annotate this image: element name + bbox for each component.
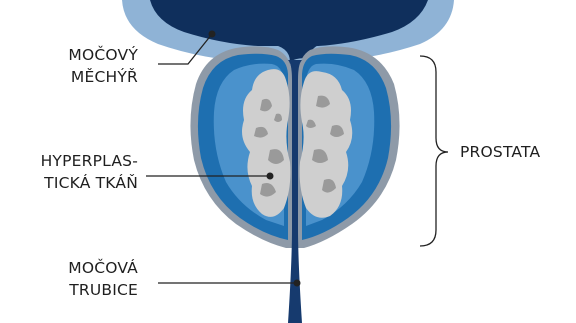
bladder [122,0,454,66]
urethra-leader-dot [294,280,301,287]
bladder-label-line-1: MOČOVÝ [68,44,138,66]
tissue-leader-dot [267,173,274,180]
bladder-leader-dot [209,31,216,38]
urethra-label-line-2: TRUBICE [68,279,138,301]
urethra-label-line-1: MOČOVÁ [68,257,138,279]
tissue-label-line-1: HYPERPLAS- [41,150,138,172]
prostate-label: PROSTATA [460,141,540,163]
bladder-label: MOČOVÝ MĚCHÝŘ [68,44,138,88]
prostate-bracket [420,56,448,246]
hyperplastic-tissue-label: HYPERPLAS- TICKÁ TKÁŇ [41,150,138,194]
bladder-label-line-2: MĚCHÝŘ [68,66,138,88]
tissue-label-line-2: TICKÁ TKÁŇ [41,172,138,194]
prostate-label-text: PROSTATA [460,141,540,163]
urethra-label: MOČOVÁ TRUBICE [68,257,138,301]
